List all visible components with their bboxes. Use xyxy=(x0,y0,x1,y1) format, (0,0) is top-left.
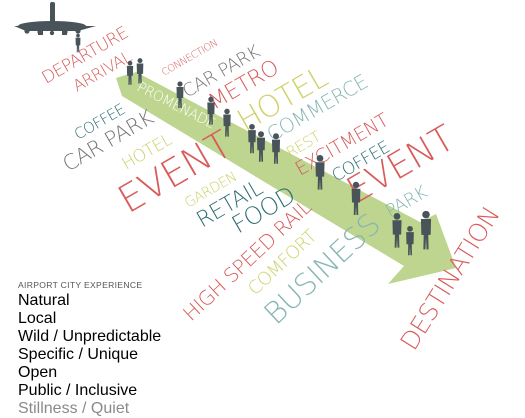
person-silhouette xyxy=(176,81,184,108)
person-silhouette xyxy=(392,213,402,248)
person-silhouette xyxy=(207,96,215,125)
person-silhouette xyxy=(420,210,432,250)
legend-title: AIRPORT CITY EXPERIENCE xyxy=(18,280,143,290)
legend-item: Specific / Unique xyxy=(18,346,139,363)
person-silhouette xyxy=(126,60,134,85)
person-silhouette xyxy=(136,58,144,84)
legend-item: Stillness / Quiet xyxy=(18,400,130,417)
person-silhouette xyxy=(75,33,81,53)
person-silhouette xyxy=(271,133,281,164)
airplane-icon xyxy=(14,2,96,36)
person-silhouette xyxy=(223,108,231,137)
legend-item: Wild / Unpredictable xyxy=(18,328,162,345)
legend-item: Natural xyxy=(18,292,70,309)
person-silhouette xyxy=(315,155,325,190)
legend-item: Local xyxy=(18,310,57,327)
legend: AIRPORT CITY EXPERIENCE Natural Local Wi… xyxy=(18,279,161,418)
legend-list: Natural Local Wild / Unpredictable Speci… xyxy=(18,292,161,418)
people-silhouettes xyxy=(75,33,432,256)
person-silhouette xyxy=(248,123,256,154)
person-silhouette xyxy=(406,225,414,256)
legend-item: Public / Inclusive xyxy=(18,382,138,399)
journey-arrow xyxy=(116,72,456,284)
legend-item: Open xyxy=(18,364,58,381)
person-silhouette xyxy=(256,131,266,162)
person-silhouette xyxy=(351,181,361,215)
